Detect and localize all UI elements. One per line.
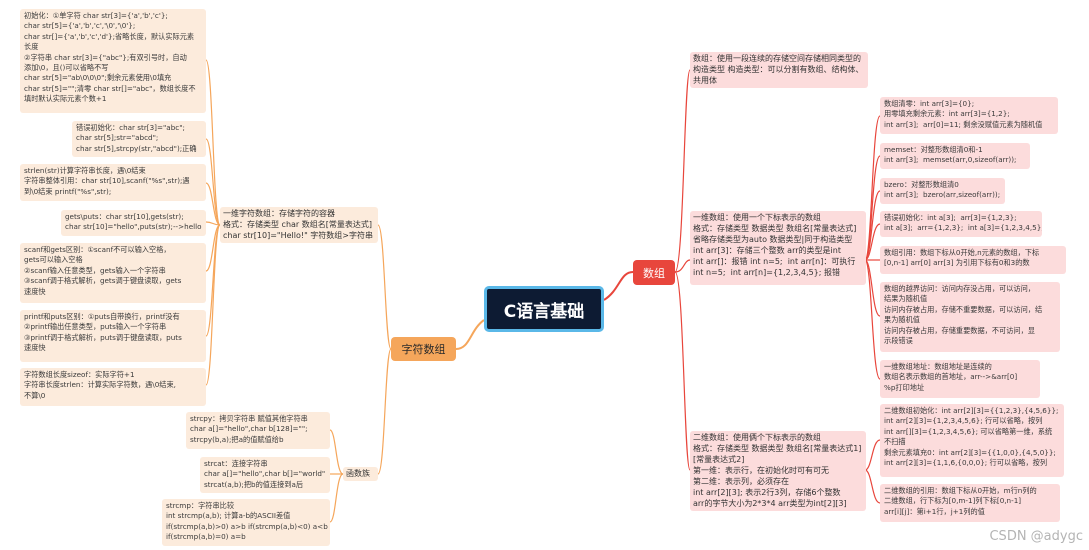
array-reference-node: 数组引用：数组下标从0开始,n元素的数组，下标 [0,n-1] arr[0] a…: [880, 246, 1066, 274]
scanf-gets-node: scanf和gets区别：①scanf不可以输入空格， gets可以输入空格 ②…: [20, 243, 206, 303]
watermark: CSDN @adygc: [989, 529, 1083, 544]
char-array-wrong-init-node: 错误初始化：char str[3]="abc"; char str[5];str…: [72, 121, 206, 157]
array-out-of-bounds-node: 数组的越界访问：访问内存没占用，可以访问， 结果为随机值 访问内存被占用，存储不…: [880, 282, 1060, 352]
printf-puts-node: printf和puts区别：①puts自带换行，printf没有 ②printf…: [20, 310, 206, 362]
two-dim-reference-node: 二维数组的引用：数组下标从0开始，m行n列的 二维数组，行下标为[0,m-1]列…: [880, 484, 1060, 522]
two-dim-init-node: 二维数组初始化：int arr[2][3]={{1,2,3},{4,5,6}};…: [880, 404, 1064, 477]
one-dim-char-array-node: 一维字符数组：存储字符的容器 格式：存储类型 char 数组名[常量表达式] c…: [220, 207, 378, 243]
strcat-node: strcat：连接字符串 char a[]="hello",char b[]="…: [200, 457, 330, 493]
array-wrong-init-node: 错误初始化：int a[3]; arr[3]={1,2,3}; int a[3]…: [880, 211, 1042, 237]
function-family-node: 函数族: [343, 467, 378, 481]
one-dim-array-node: 一维数组：使用一个下标表示的数组 格式：存储类型 数据类型 数组名[常量表达式]…: [690, 211, 866, 285]
array-branch: 数组: [633, 260, 675, 285]
gets-puts-node: gets\puts：char str[10],gets(str); char s…: [61, 210, 206, 236]
sizeof-strlen-node: 字符数组长度sizeof：实际字符+1 字符串长度strlen：计算实际字符数，…: [20, 368, 206, 406]
strcmp-node: strcmp：字符串比较 int strcmp(a,b); 计算a-b的ASCI…: [162, 499, 330, 546]
bzero-node: bzero：对整形数组清0 int arr[3]; bzero(arr,size…: [880, 178, 1005, 204]
char-array-init-node: 初始化：①单字符 char str[3]={'a','b','c'}; char…: [20, 9, 206, 113]
two-dim-array-node: 二维数组：使用俩个下标表示的数组 格式：存储类型 数据类型 数组名[常量表达式1…: [690, 431, 866, 511]
memset-node: memset：对整形数组清0和-1 int arr[3]; memset(arr…: [880, 143, 1030, 169]
array-address-node: 一维数组地址：数组地址是连续的 数组名表示数组的首地址，arr-->&arr[0…: [880, 360, 1040, 398]
strlen-node: strlen(str)计算字符串长度，遇\0结束 字符串整体引用：char st…: [20, 164, 206, 201]
array-clear-node: 数组清零：int arr[3]={0}; 用零填充剩余元素：int arr[3]…: [880, 97, 1058, 134]
strcpy-node: strcpy：拷贝字符串 赋值其他字符串 char a[]="hello",ch…: [186, 412, 330, 449]
root-topic: C语言基础: [484, 286, 604, 332]
array-intro-node: 数组：使用一段连续的存储空间存储相同类型的 构造类型 构造类型：可以分割有数组、…: [690, 52, 868, 88]
char-array-branch: 字符数组: [391, 337, 456, 361]
